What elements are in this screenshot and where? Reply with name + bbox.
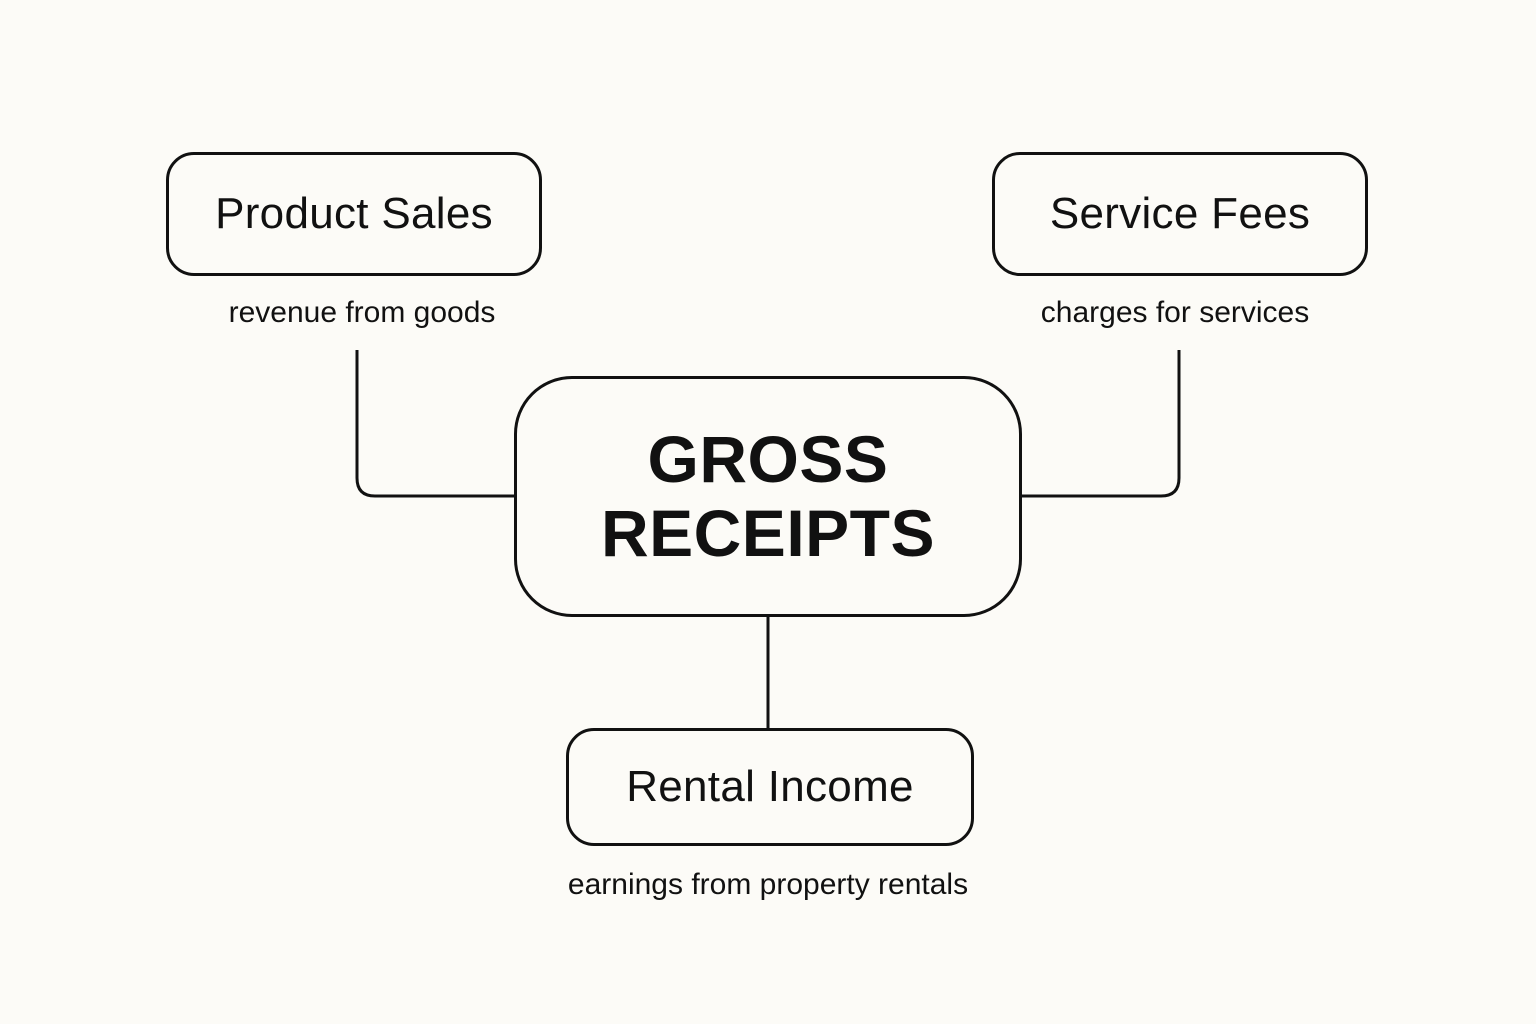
node-service-fees: Service Fees: [992, 152, 1368, 276]
node-gross-receipts-label: GROSS RECEIPTS: [600, 421, 936, 571]
node-product-sales: Product Sales: [166, 152, 542, 276]
node-product-sales-label: Product Sales: [215, 189, 493, 238]
gross-receipts-line-2: RECEIPTS: [600, 495, 936, 570]
node-gross-receipts: GROSS RECEIPTS: [514, 376, 1022, 617]
caption-service-fees: charges for services: [1040, 296, 1310, 329]
gross-receipts-line-1: GROSS: [647, 421, 889, 496]
caption-rental-income: earnings from property rentals: [567, 868, 969, 901]
node-rental-income-label: Rental Income: [626, 762, 914, 811]
node-rental-income: Rental Income: [566, 728, 974, 846]
connector-product-sales: [355, 350, 515, 498]
node-service-fees-label: Service Fees: [1049, 189, 1311, 238]
caption-product-sales: revenue from goods: [228, 296, 496, 329]
connector-service-fees: [1021, 350, 1181, 498]
